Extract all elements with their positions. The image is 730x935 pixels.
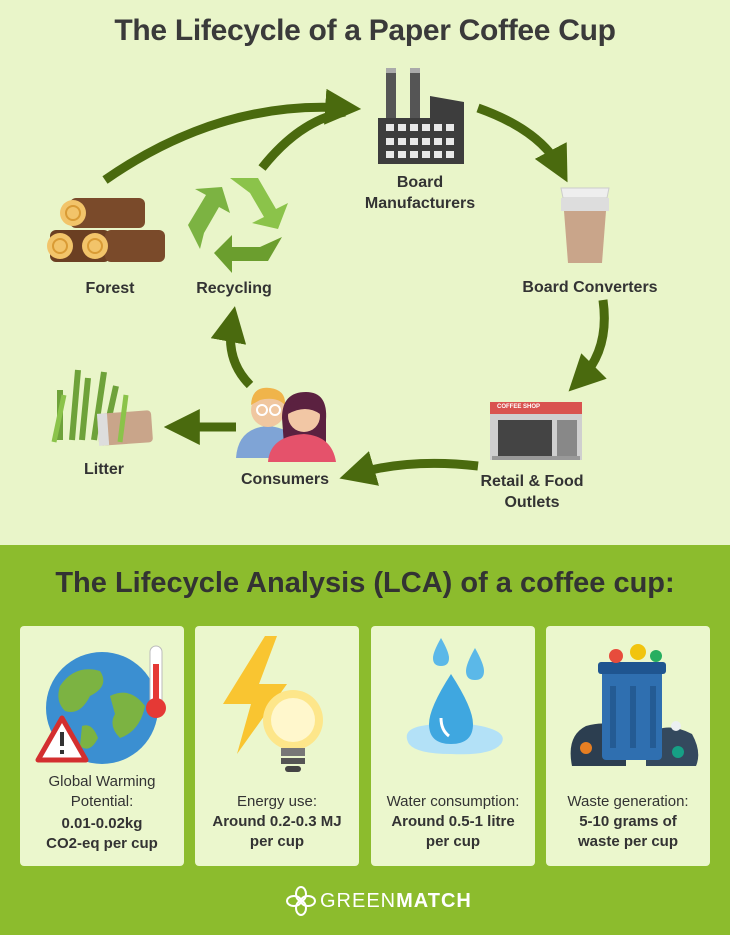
card-value: 0.01-0.02kg (61, 815, 143, 832)
arrow-converters-to-retail (568, 299, 609, 392)
card-label: Water consumption: (386, 793, 520, 810)
card-label: Waste generation: (567, 793, 689, 810)
lightning-bulb-icon (223, 636, 323, 772)
waste-bin-icon (570, 644, 699, 766)
arrow-forest-to-manufacturers (102, 88, 362, 184)
node-label-litter: Litter (84, 461, 124, 478)
card-value: Around 0.2-0.3 MJ (212, 813, 342, 830)
lca-section: The Lifecycle Analysis (LCA) of a coffee… (0, 545, 730, 935)
card-value: per cup (249, 833, 305, 850)
forest-logs-icon (47, 198, 165, 262)
page-title: The Lifecycle of a Paper Coffee Cup (114, 14, 616, 47)
card-label: Energy use: (236, 793, 318, 810)
leaf-logo-icon (286, 886, 316, 916)
arrow-manufacturers-to-converters (476, 103, 568, 183)
lifecycle-diagram (47, 68, 610, 486)
card-value: CO2-eq per cup (46, 835, 158, 852)
coffee-shop-sign: COFFEE SHOP (497, 404, 541, 410)
card-value: Around 0.5-1 litre (391, 813, 515, 830)
arrow-retail-to-consumers (339, 451, 479, 486)
lca-card-waste-generation: Waste generation: 5-10 grams of waste pe… (546, 626, 710, 866)
card-value: 5-10 grams of (579, 813, 677, 830)
lifecycle-section: The Lifecycle of a Paper Coffee Cup (47, 14, 658, 511)
card-label: Global Warming (48, 773, 156, 790)
lca-card-water-consumption: Water consumption: Around 0.5-1 litre pe… (371, 626, 535, 866)
factory-icon (378, 68, 464, 164)
lca-title: The Lifecycle Analysis (LCA) of a coffee… (55, 567, 675, 599)
arrow-recycling-to-manufacturers (258, 107, 346, 171)
recycling-icon (188, 178, 288, 273)
card-label: Potential: (70, 793, 134, 810)
arrow-consumers-to-recycling (210, 306, 254, 389)
litter-icon (51, 369, 153, 446)
coffee-shop-icon (490, 402, 582, 460)
node-label-retail-food-outlets: Retail & Food Outlets (480, 473, 584, 511)
brand-green: GREEN (320, 889, 397, 912)
brand-match: MATCH (396, 889, 472, 912)
consumers-icon (236, 387, 336, 462)
water-drop-icon (406, 638, 503, 755)
card-value: waste per cup (577, 833, 679, 850)
card-value: per cup (425, 833, 481, 850)
node-label-board-manufacturers: Board Manufacturers (364, 174, 476, 212)
lca-card-global-warming: Global Warming Potential: 0.01-0.02kg CO… (20, 626, 184, 866)
globe-thermometer-icon (35, 645, 166, 764)
node-label-recycling: Recycling (196, 280, 272, 297)
lca-card-energy-use: Energy use: Around 0.2-0.3 MJ per cup (195, 626, 359, 866)
coffee-cup-icon (560, 187, 610, 263)
node-label-forest: Forest (85, 280, 135, 297)
node-label-board-converters: Board Converters (522, 279, 658, 296)
node-label-consumers: Consumers (240, 471, 330, 488)
